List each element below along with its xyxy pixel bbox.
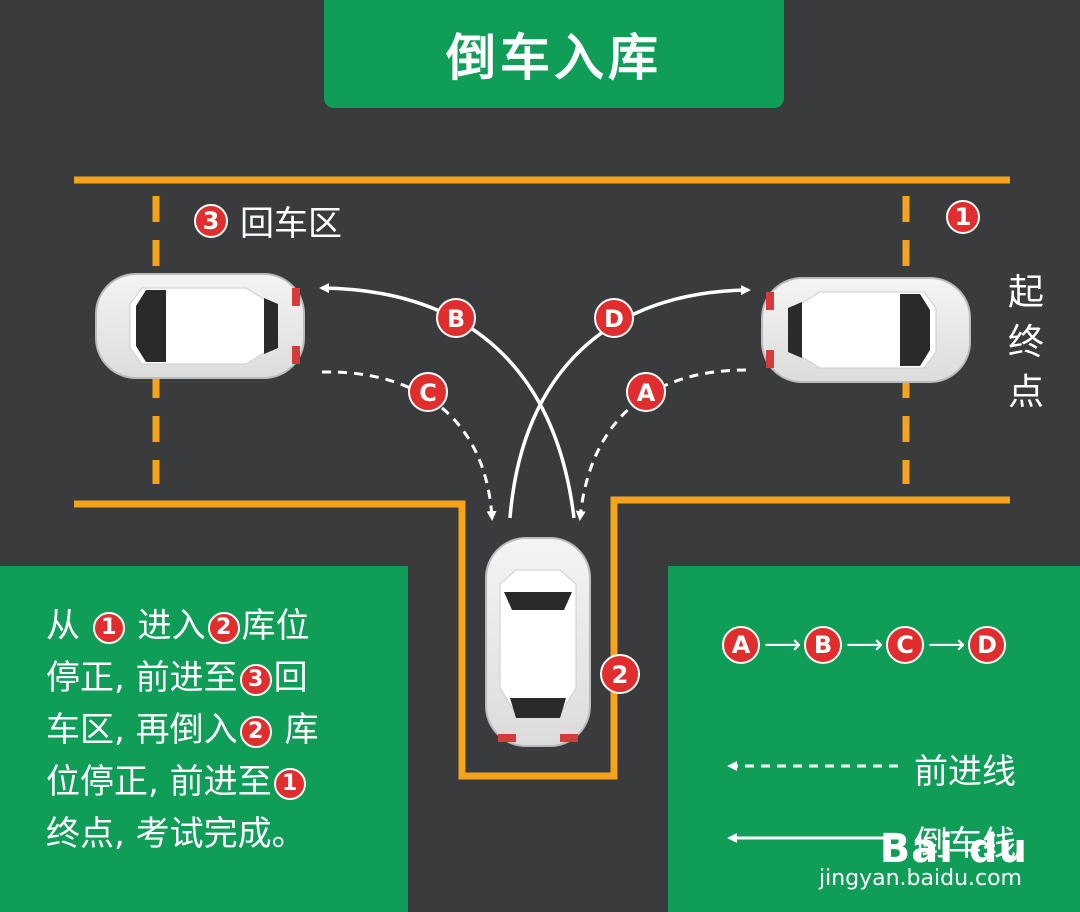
desc-badge: 1 xyxy=(92,611,125,644)
seq-badge: A xyxy=(722,626,760,664)
route-label-a: A xyxy=(637,379,656,407)
desc-text: 停正, 前进至 xyxy=(46,658,238,698)
start-end-char: 点 xyxy=(1007,372,1044,413)
watermark-url: jingyan.baidu.com xyxy=(818,866,1022,891)
desc-text: 库位 xyxy=(241,606,310,646)
zone-3-text: 回车区 xyxy=(240,204,342,244)
legend-reverse-label: 倒车线 xyxy=(914,824,1016,864)
desc-badge: 2 xyxy=(239,715,272,748)
zone-1-label: 1 xyxy=(946,200,980,234)
route-sequence: A ⟶ B ⟶ C ⟶ D xyxy=(722,626,1006,664)
seq-arrow-icon: ⟶ xyxy=(764,630,802,660)
start-end-label: 起 终 点 xyxy=(1004,268,1048,418)
title-banner: 倒车入库 xyxy=(324,0,784,108)
desc-text: 位停正, 前进至 xyxy=(46,762,272,802)
desc-badge: 3 xyxy=(239,663,272,696)
reverse-route-lines xyxy=(319,283,751,519)
seq-arrow-icon: ⟶ xyxy=(846,630,884,660)
zone-badge-1: 1 xyxy=(946,200,980,234)
desc-text: 从 xyxy=(46,606,80,646)
route-badge-d: D xyxy=(594,298,634,338)
forward-route-lines xyxy=(321,368,747,521)
legend-lines xyxy=(727,761,898,843)
desc-badge: 2 xyxy=(207,611,240,644)
route-badge-b: B xyxy=(436,298,476,338)
seq-badge: B xyxy=(804,626,842,664)
route-label-d: D xyxy=(604,305,624,333)
start-end-char: 起 xyxy=(1007,272,1044,313)
green-area-right xyxy=(668,566,1080,912)
desc-badge: 1 xyxy=(273,767,306,800)
legend-forward-label: 前进线 xyxy=(914,752,1016,792)
desc-text: 终点, 考试完成。 xyxy=(46,814,306,854)
desc-text: 回 xyxy=(273,658,308,698)
seq-badge: C xyxy=(886,626,924,664)
desc-text: 进入 xyxy=(137,606,206,646)
desc-text: 车区, 再倒入 xyxy=(46,710,238,750)
zone-label-2: 2 xyxy=(612,661,629,689)
start-end-char: 终 xyxy=(1007,322,1044,363)
page-title: 倒车入库 xyxy=(446,29,662,87)
seq-badge: D xyxy=(968,626,1006,664)
route-badge-a: A xyxy=(626,372,666,412)
zone-3-label: 3 回车区 xyxy=(194,196,342,245)
route-label-c: C xyxy=(419,379,437,407)
route-badge-c: C xyxy=(408,372,448,412)
car-left xyxy=(95,273,305,379)
zone-badge-2: 2 xyxy=(600,654,640,694)
desc-text: 库 xyxy=(284,710,319,750)
watermark-logo: Bai du xyxy=(879,826,1028,872)
green-area-left xyxy=(0,566,408,912)
desc-line: 终点, 考试完成。 xyxy=(46,808,386,860)
car-right xyxy=(761,277,971,383)
route-label-b: B xyxy=(447,305,465,333)
zone-badge-3: 3 xyxy=(194,203,228,238)
seq-arrow-icon: ⟶ xyxy=(928,630,966,660)
car-center xyxy=(485,537,591,747)
